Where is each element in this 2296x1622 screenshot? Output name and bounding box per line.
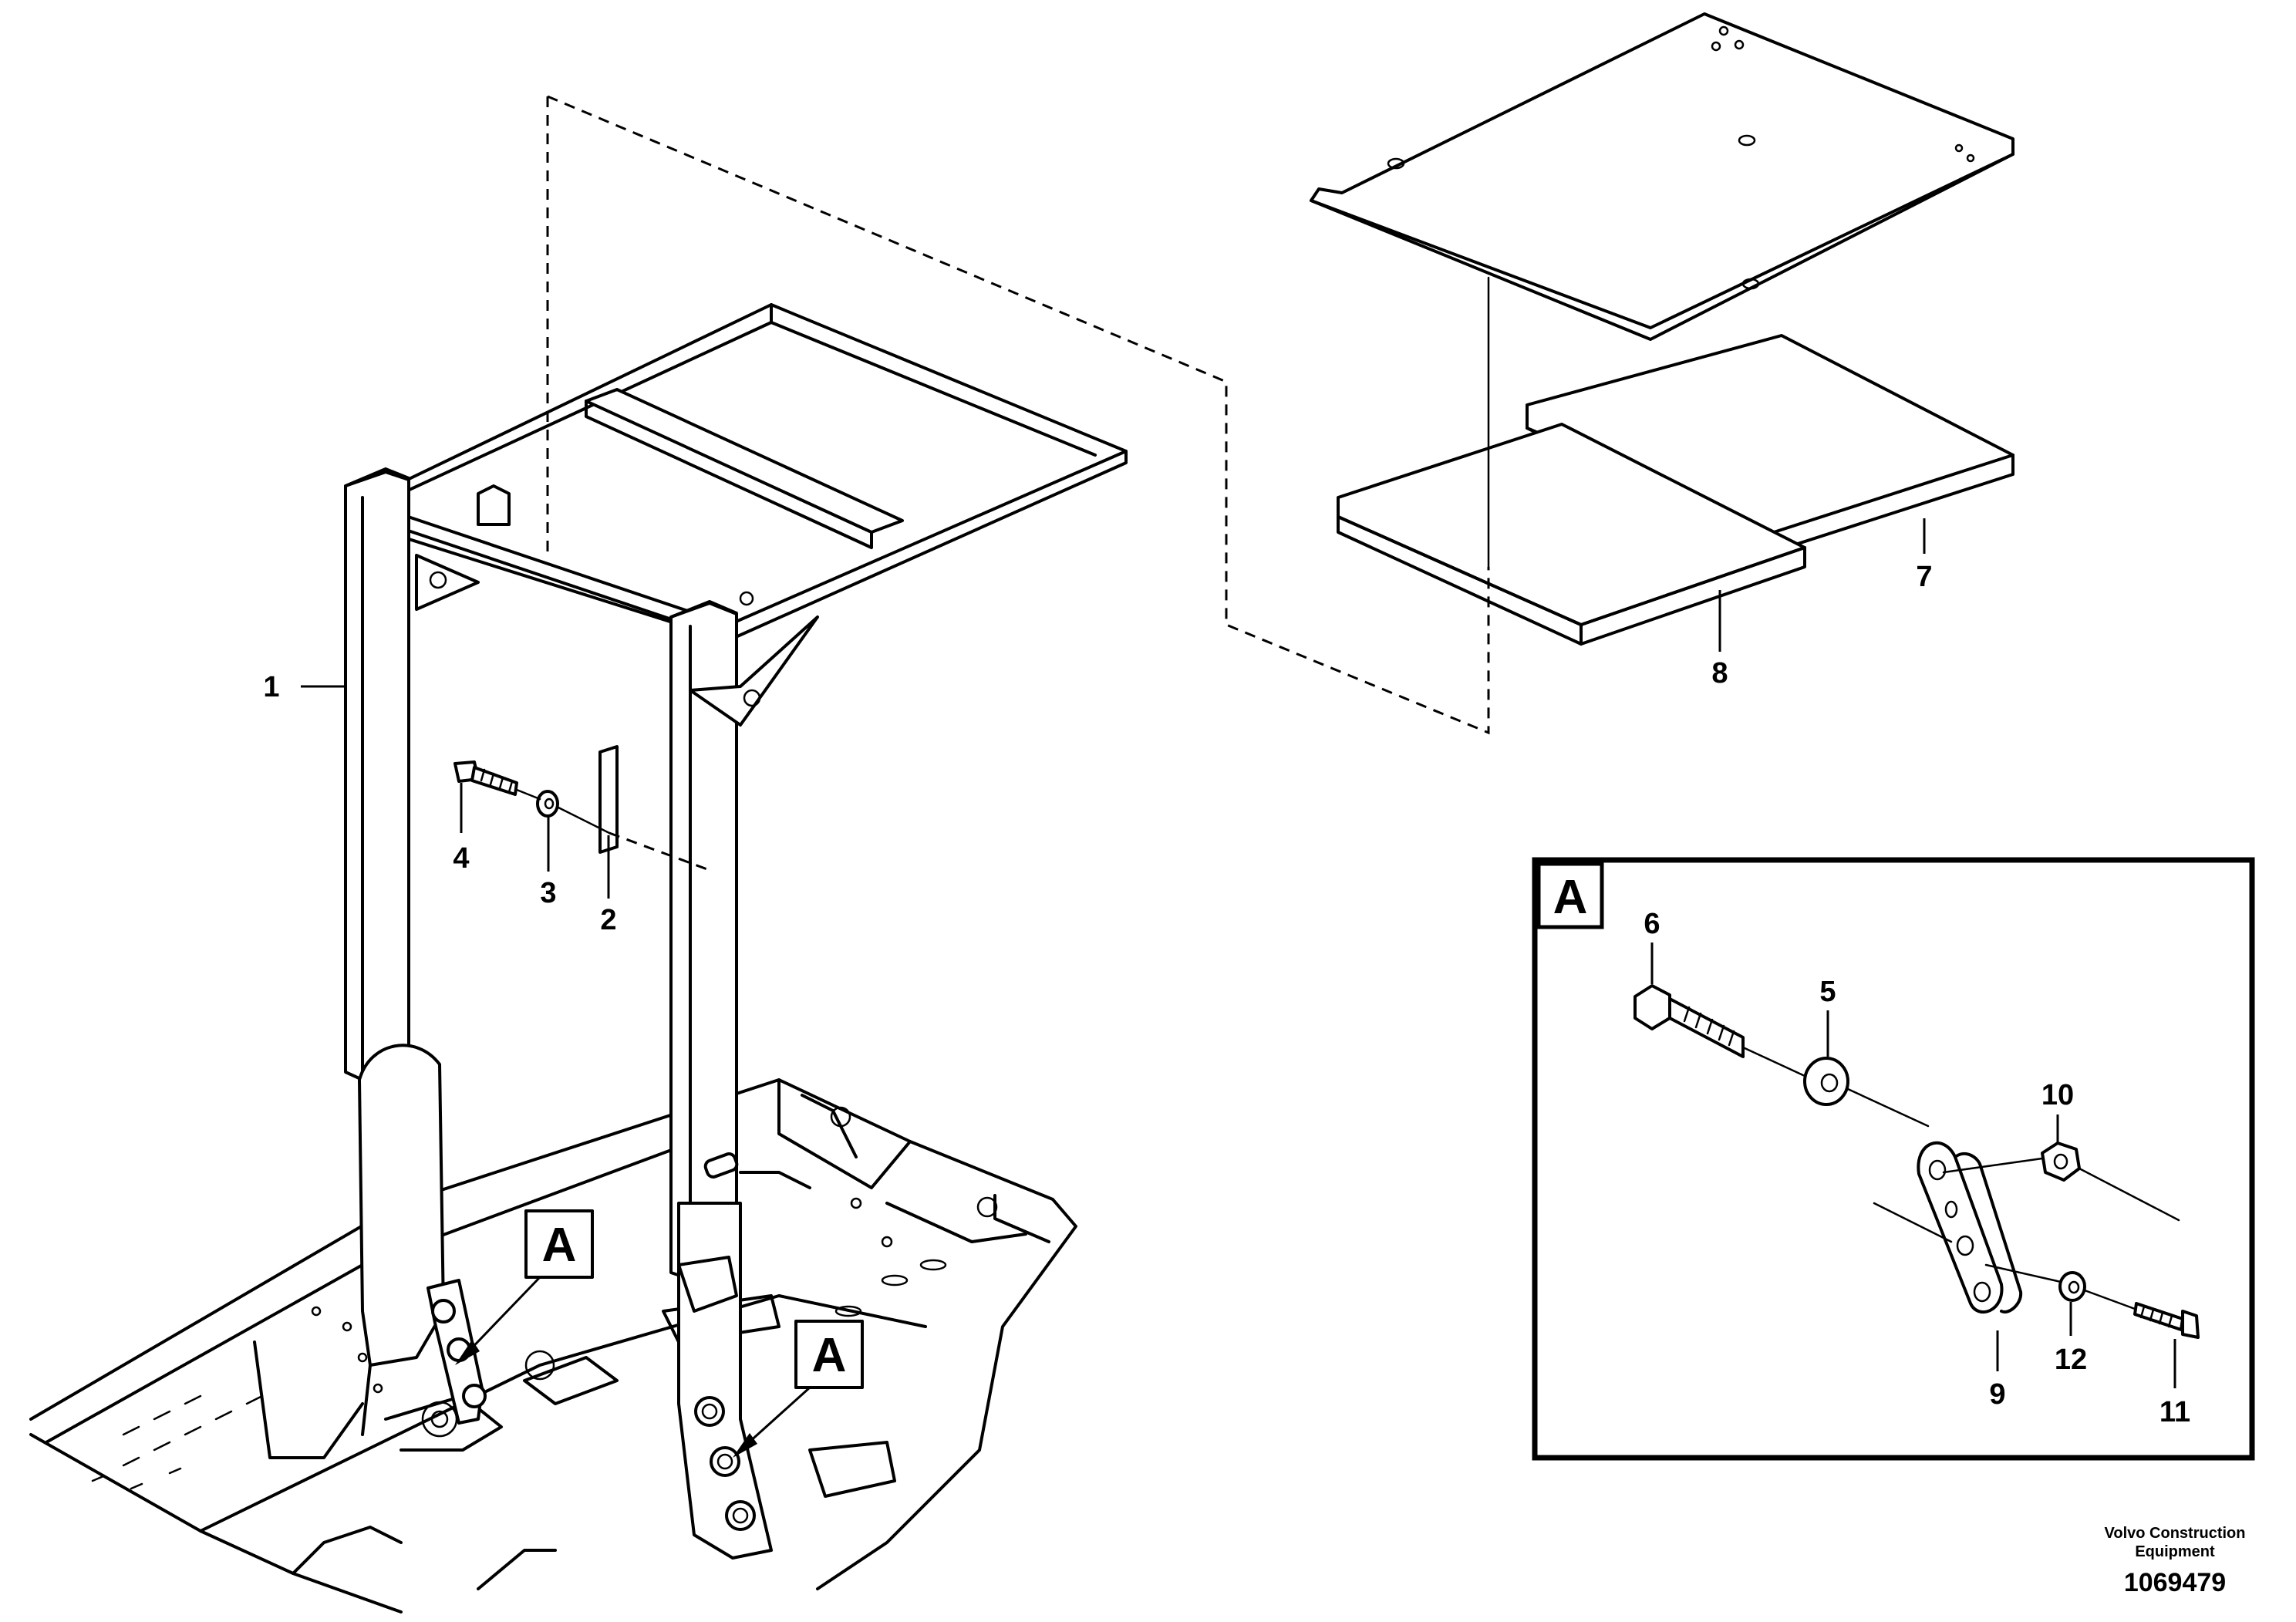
callout-a-right-label: A	[812, 1329, 847, 1382]
label-part-5: 5	[1819, 976, 1836, 1008]
chassis-frame	[29, 1078, 1077, 1614]
detail-view-a: A	[1532, 857, 2255, 1461]
seat-stand-frame	[344, 303, 1128, 1560]
label-part-11: 11	[2159, 1396, 2190, 1428]
label-part-2: 2	[600, 904, 616, 936]
label-part-8: 8	[1711, 657, 1728, 690]
label-part-3: 3	[540, 877, 556, 909]
footer-company: Volvo Construction Equipment	[2082, 1524, 2267, 1561]
part-number-labels: 1 4 3 2 7 8 6 5 10 9 12 11	[263, 561, 2190, 1428]
footer-company-line1: Volvo Construction	[2104, 1525, 2246, 1542]
callout-a-left: A	[455, 1209, 594, 1365]
label-part-4: 4	[453, 842, 469, 875]
figure-number: 1069479	[2123, 1568, 2227, 1597]
leader-lines-main	[301, 518, 1926, 899]
cushion-part-8	[1337, 423, 1806, 646]
label-part-1: 1	[263, 671, 279, 703]
decal-plate	[598, 745, 619, 854]
label-part-6: 6	[1644, 908, 1660, 940]
label-part-12: 12	[2055, 1344, 2087, 1376]
label-part-9: 9	[1989, 1378, 2005, 1411]
footer-company-line2: Equipment	[2135, 1543, 2215, 1560]
callout-a-left-label: A	[542, 1219, 577, 1272]
assembly-lines	[546, 95, 1490, 735]
callout-a-right: A	[733, 1320, 864, 1458]
label-part-10: 10	[2041, 1079, 2074, 1111]
detail-a-label: A	[1553, 871, 1588, 924]
seat-base-plate	[1310, 12, 2014, 341]
label-part-7: 7	[1916, 561, 1932, 593]
